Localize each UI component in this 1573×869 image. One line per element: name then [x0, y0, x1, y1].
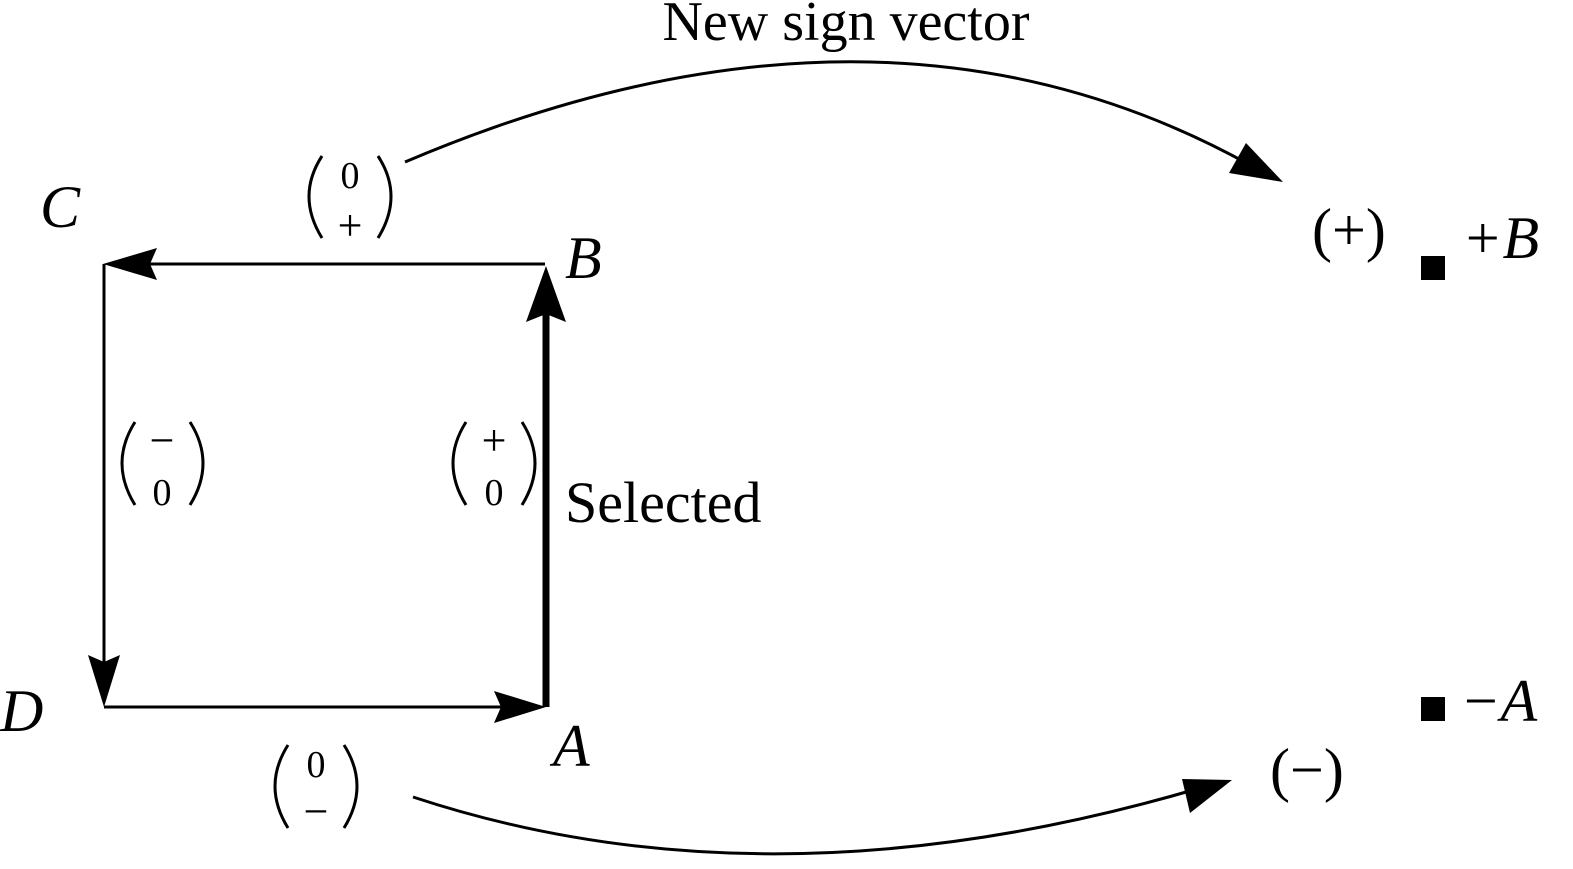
vertex-label-c: C — [40, 174, 81, 240]
sign-vector-b-c: 0 + — [307, 155, 393, 250]
paren-right — [376, 155, 393, 239]
sign-vector-c-d: − 0 — [120, 416, 205, 514]
sign-vector-c-d-top: − — [150, 416, 175, 465]
paren-left — [307, 155, 324, 239]
result-vector-minus: (−) — [1270, 737, 1344, 803]
sign-vector-c-d-bottom: 0 — [153, 472, 172, 514]
edge-c-d-arrowhead — [88, 655, 120, 707]
top-curved-arrow — [404, 60, 1251, 167]
output-label-plus-b: +B — [1462, 205, 1539, 271]
sign-vector-a-b: + 0 — [451, 416, 537, 514]
edge-b-c-arrowhead — [103, 248, 157, 280]
diagram-title: New sign vector — [662, 0, 1029, 53]
sign-vector-b-c-bottom: + — [338, 201, 363, 250]
paren-right — [520, 421, 537, 506]
edge-d-a-arrowhead — [494, 691, 546, 723]
bottom-curved-arrowhead — [1182, 779, 1232, 813]
output-marker-plus-b — [1421, 256, 1445, 280]
sign-vector-d-a-top: 0 — [307, 744, 326, 786]
paren-left — [273, 744, 290, 829]
sign-vector-b-c-top: 0 — [341, 155, 360, 197]
sign-vector-a-b-bottom: 0 — [485, 472, 504, 514]
result-vector-plus: (+) — [1312, 197, 1386, 263]
paren-left — [120, 421, 137, 506]
vertex-label-b: B — [565, 225, 602, 291]
selected-label: Selected — [565, 470, 761, 535]
paren-right — [188, 421, 205, 506]
output-label-minus-a: −A — [1460, 668, 1537, 734]
sign-vector-a-b-top: + — [482, 416, 507, 465]
vertex-label-a: A — [549, 713, 590, 779]
sign-vector-d-a-bottom: − — [304, 787, 329, 836]
sign-vector-d-a: 0 − — [273, 744, 359, 836]
bottom-curved-arrow — [412, 786, 1201, 856]
edge-a-b-arrowhead — [526, 266, 566, 322]
paren-right — [342, 744, 359, 829]
paren-left — [451, 421, 468, 506]
top-curved-arrowhead — [1229, 143, 1283, 182]
output-marker-minus-a — [1421, 697, 1445, 721]
vertex-label-d: D — [0, 678, 43, 744]
